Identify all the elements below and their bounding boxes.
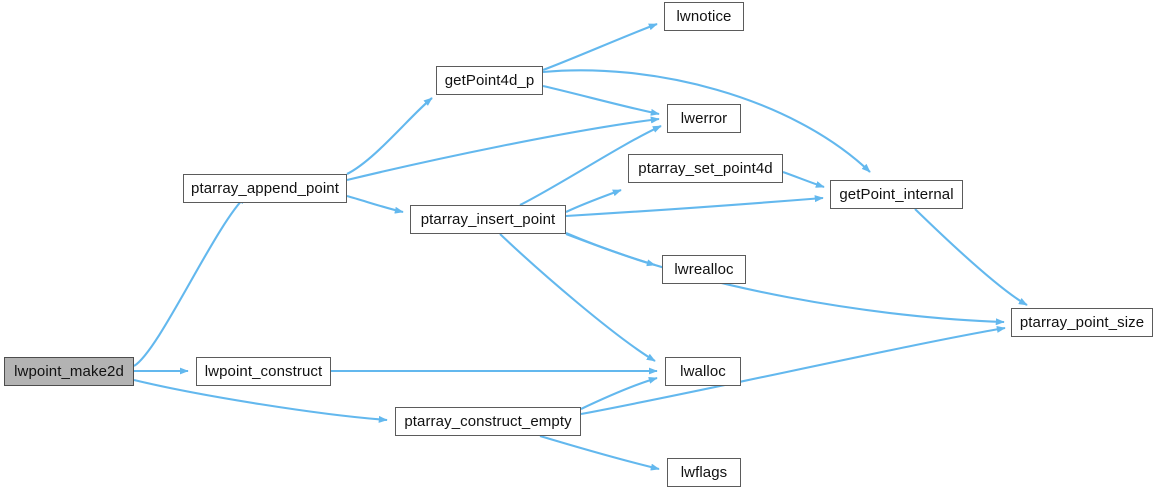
node-label: getPoint4d_p bbox=[444, 72, 535, 89]
node-label: ptarray_construct_empty bbox=[404, 413, 572, 430]
edge-getPoint4d_p-to-lwnotice bbox=[542, 23, 658, 71]
node-getPoint4d_p[interactable]: getPoint4d_p bbox=[436, 66, 543, 95]
node-label: ptarray_set_point4d bbox=[638, 160, 773, 177]
node-label: ptarray_append_point bbox=[191, 180, 339, 197]
node-label: lwpoint_make2d bbox=[14, 363, 124, 380]
edge-ptarray_insert_point-to-lwalloc bbox=[499, 233, 656, 362]
node-label: getPoint_internal bbox=[839, 186, 954, 203]
node-lwrealloc[interactable]: lwrealloc bbox=[662, 255, 746, 284]
node-lwpoint_make2d[interactable]: lwpoint_make2d bbox=[4, 357, 134, 386]
node-label: ptarray_point_size bbox=[1019, 314, 1145, 331]
node-label: lwalloc bbox=[680, 363, 726, 380]
node-lwnotice[interactable]: lwnotice bbox=[664, 2, 744, 31]
edge-getPoint4d_p-to-lwerror bbox=[542, 84, 660, 116]
edge-ptarray_append_point-to-ptarray_insert_point bbox=[346, 194, 404, 214]
edge-lwpoint_make2d-to-ptarray_construct_empty bbox=[133, 378, 388, 423]
node-ptarray_point_size[interactable]: ptarray_point_size bbox=[1011, 308, 1153, 337]
edge-ptarray_set_point4d-to-getPoint_internal bbox=[782, 171, 825, 188]
node-label: lwnotice bbox=[676, 8, 732, 25]
edge-getPoint_internal-to-ptarray_point_size bbox=[914, 208, 1028, 306]
node-lwpoint_construct[interactable]: lwpoint_construct bbox=[196, 357, 331, 386]
edge-ptarray_construct_empty-to-lwalloc bbox=[580, 376, 658, 410]
node-label: lwpoint_construct bbox=[204, 363, 323, 380]
node-lwerror[interactable]: lwerror bbox=[667, 104, 741, 133]
node-ptarray_insert_point[interactable]: ptarray_insert_point bbox=[410, 205, 566, 234]
node-ptarray_construct_empty[interactable]: ptarray_construct_empty bbox=[395, 407, 581, 436]
node-label: lwerror bbox=[680, 110, 728, 127]
node-label: lwrealloc bbox=[674, 261, 734, 278]
node-getPoint_internal[interactable]: getPoint_internal bbox=[830, 180, 963, 209]
edge-lwpoint_make2d-to-ptarray_append_point bbox=[133, 195, 247, 367]
node-label: lwflags bbox=[680, 464, 728, 481]
edge-ptarray_insert_point-to-lwerror bbox=[519, 125, 662, 206]
edge-ptarray_insert_point-to-ptarray_set_point4d bbox=[565, 189, 622, 213]
node-ptarray_set_point4d[interactable]: ptarray_set_point4d bbox=[628, 154, 783, 183]
edge-ptarray_construct_empty-to-lwflags bbox=[539, 434, 660, 471]
edge-ptarray_insert_point-to-ptarray_point_size bbox=[565, 232, 1005, 326]
edge-getPoint4d_p-to-getPoint_internal bbox=[542, 69, 871, 173]
edge-ptarray_append_point-to-lwerror bbox=[346, 116, 660, 182]
node-ptarray_append_point[interactable]: ptarray_append_point bbox=[183, 174, 347, 203]
node-lwflags[interactable]: lwflags bbox=[667, 458, 741, 487]
node-label: ptarray_insert_point bbox=[420, 211, 556, 228]
edge-ptarray_construct_empty-to-ptarray_point_size bbox=[580, 325, 1006, 416]
node-lwalloc[interactable]: lwalloc bbox=[665, 357, 741, 386]
edge-ptarray_insert_point-to-getPoint_internal bbox=[565, 195, 824, 218]
edge-ptarray_append_point-to-getPoint4d_p bbox=[346, 97, 433, 175]
